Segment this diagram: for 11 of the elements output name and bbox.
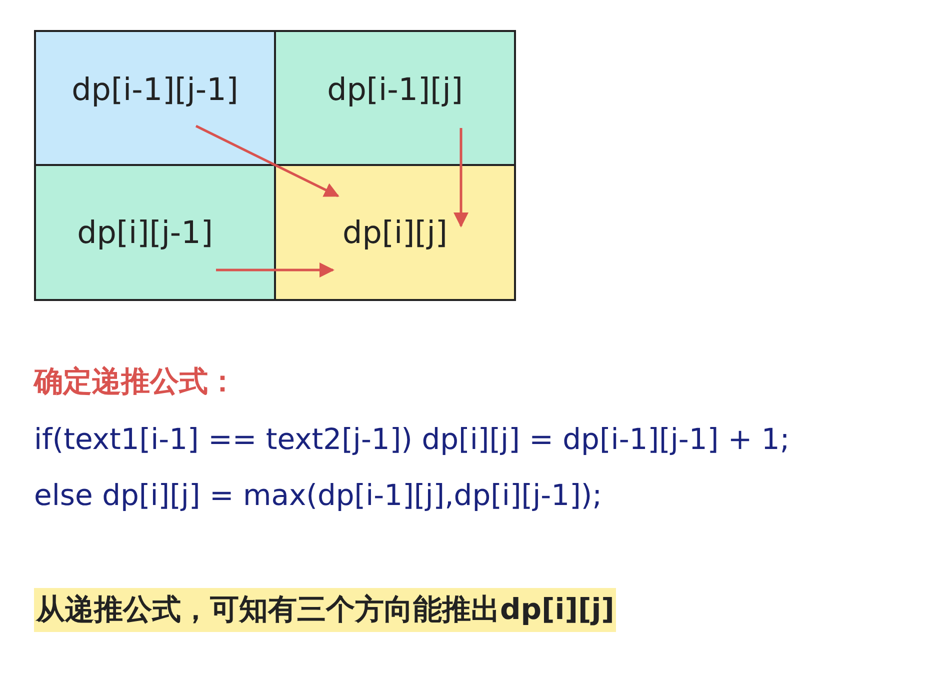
table-cell: dp[i-1][j] [274,30,516,166]
code-line: if(text1[i-1] == text2[j-1]) dp[i][j] = dp[i-1][j-1] + 1; [34,422,790,456]
arrow [216,262,334,278]
note-text: 从递推公式，可知有三个方向能推出dp[i][j] [34,588,616,632]
table-cell: dp[i-1][j-1] [34,30,276,166]
heading: 确定递推公式： [34,363,237,400]
table-cell: dp[i][j] [274,164,516,301]
arrow [195,124,340,198]
arrow [454,128,468,228]
code-line: else dp[i][j] = max(dp[i-1][j],dp[i][j-1]); [34,478,602,512]
table-cell: dp[i][j-1] [34,164,276,301]
